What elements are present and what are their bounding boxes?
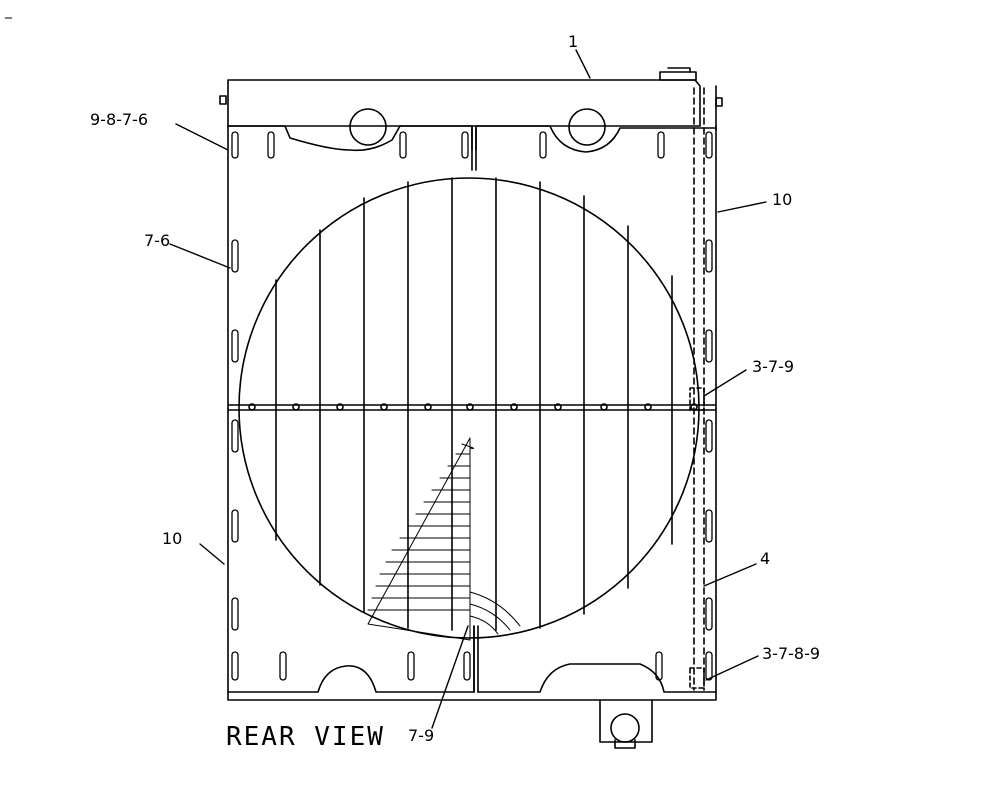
callout-10-left: 10 (162, 529, 183, 548)
top-tank (219, 67, 723, 146)
callout-7-6: 7-6 (144, 231, 171, 250)
view-title: REAR VIEW (226, 722, 385, 752)
callout-7-9: 7-9 (408, 726, 435, 745)
corner-mark: _ (5, 3, 12, 19)
top-port-left (349, 108, 387, 146)
mounting-slots (231, 131, 713, 681)
shroud-panels (227, 87, 717, 749)
callout-3-7-8-9: 3-7-8-9 (762, 644, 821, 663)
callout-3-7-9: 3-7-9 (752, 357, 795, 376)
callout-4: 4 (760, 549, 771, 568)
leader-lines (169, 49, 767, 729)
filler-cap (659, 71, 697, 81)
fan-opening (238, 177, 700, 639)
top-port-right (568, 108, 606, 146)
callout-9-8-7-6: 9-8-7-6 (90, 110, 149, 129)
callout-1: 1 (568, 32, 579, 51)
fin-cutaway (367, 437, 521, 641)
callout-10-right: 10 (772, 190, 793, 209)
